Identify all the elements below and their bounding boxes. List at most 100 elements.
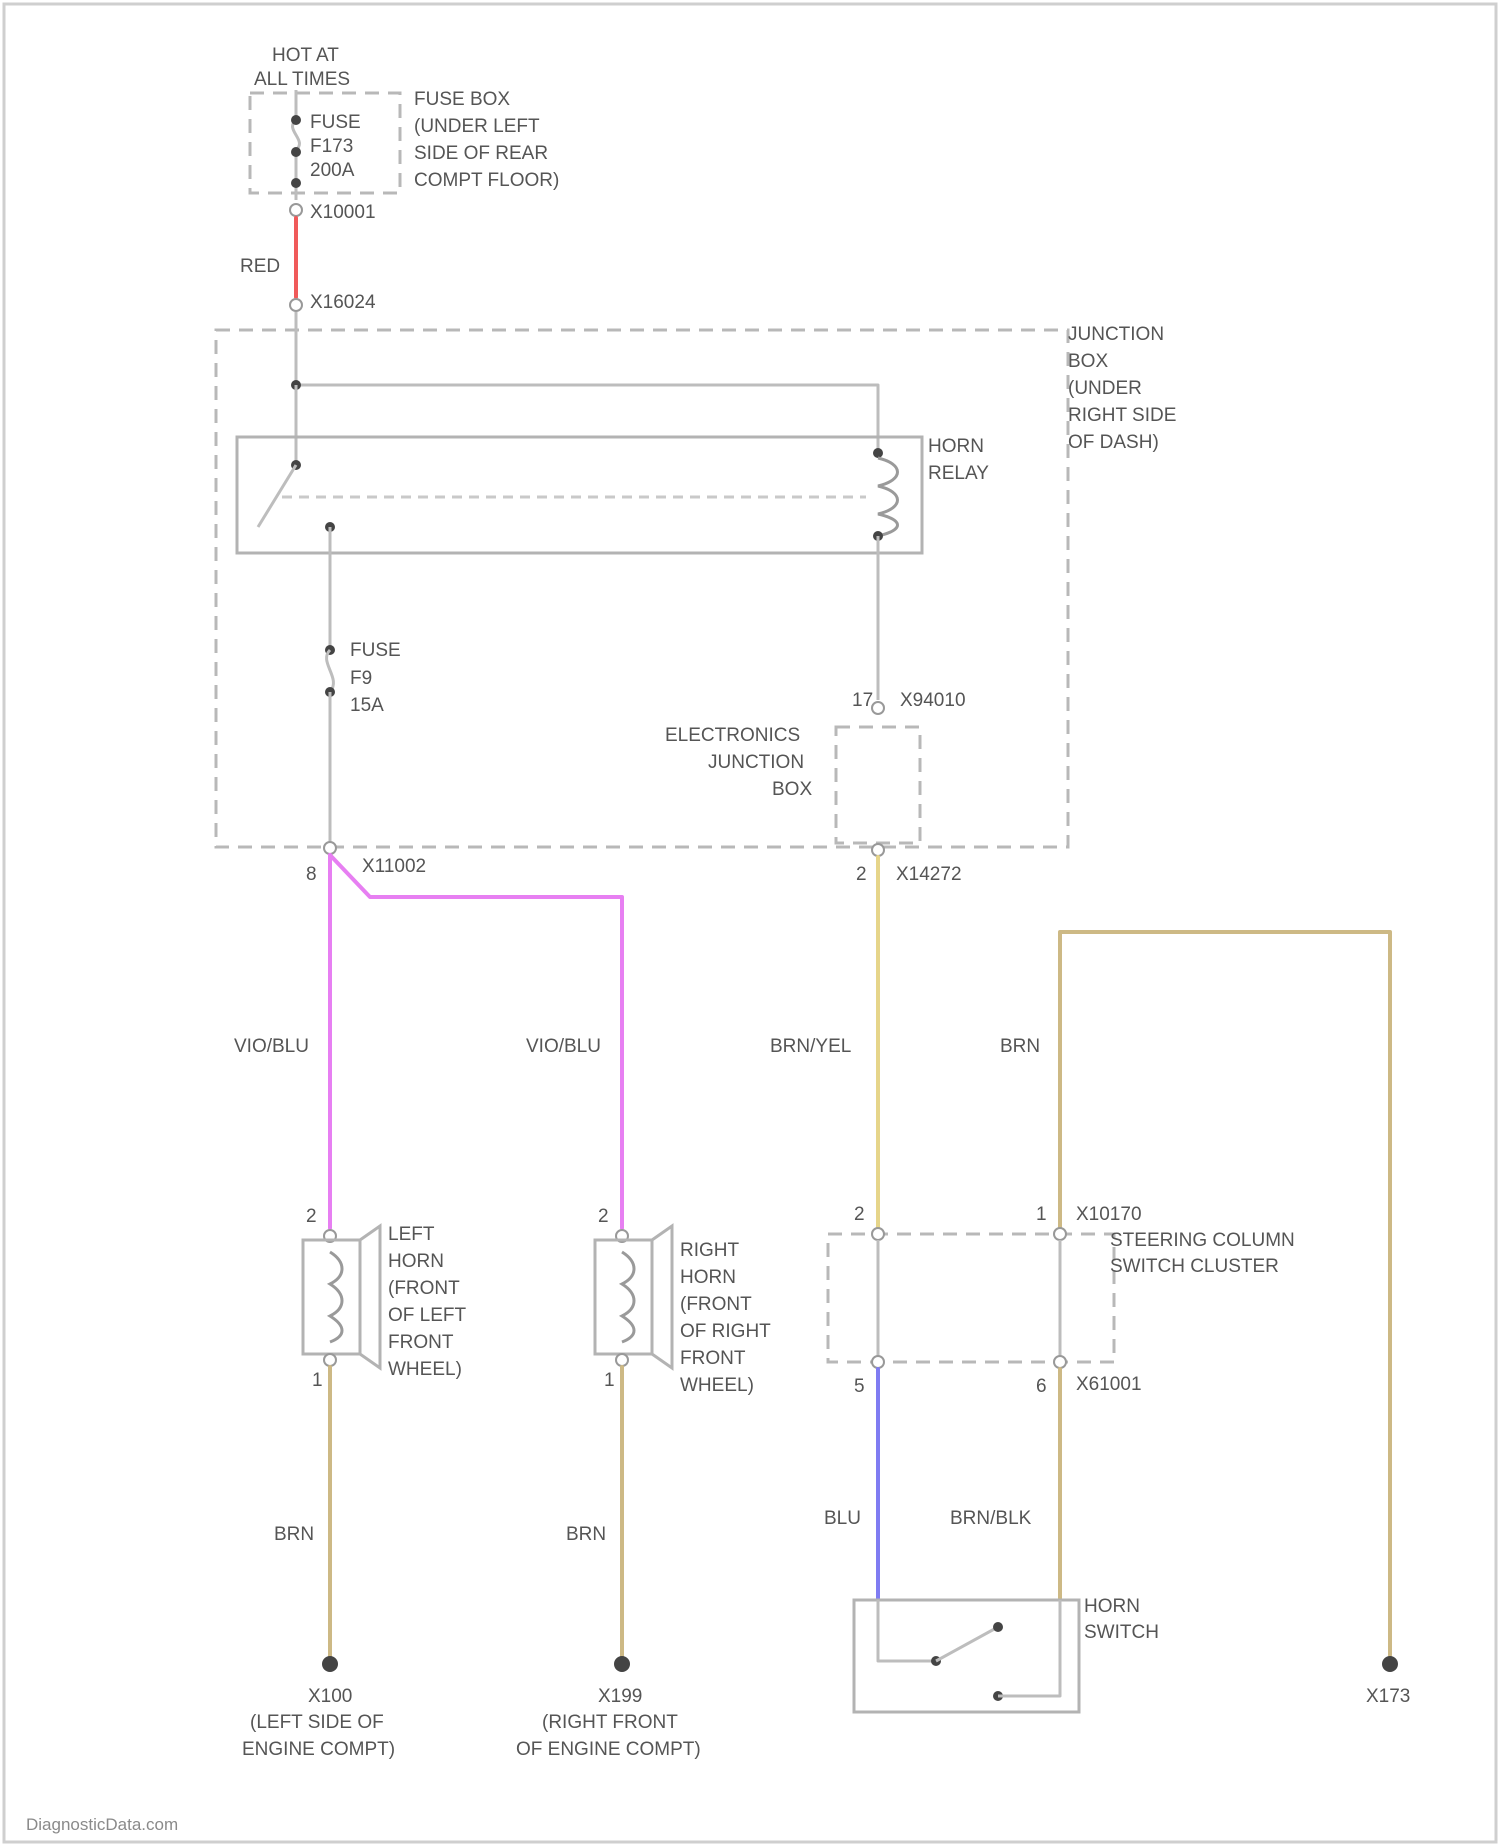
fuse-f9-symbol <box>327 650 334 692</box>
switch-out-label: BLU <box>824 1508 861 1529</box>
ejb-outline <box>836 727 920 843</box>
connector-pin <box>616 1354 628 1366</box>
ground-point <box>322 1656 338 1672</box>
ground-point <box>1382 1656 1398 1672</box>
fuse-f173-terminal-source <box>291 178 301 188</box>
right-horn-feed-label: VIO/BLU <box>526 1036 601 1057</box>
electronics-junction-box: 17 X94010 ELECTRONICS JUNCTION BOX <box>665 690 966 843</box>
junction-box-desc-5: OF DASH) <box>1068 432 1159 453</box>
horn-switch: HORN SWITCH <box>854 1596 1159 1712</box>
left-horn: 2 1 LEFT HORN (FRONT OF LEFT FRONT WHEEL… <box>303 1206 467 1391</box>
fuse-f9-rating: 15A <box>350 695 384 716</box>
steering-cluster-pin-1: 1 <box>1036 1204 1047 1225</box>
connector-pin <box>872 1356 884 1368</box>
right-horn-bottom-pin: 1 <box>604 1370 615 1391</box>
steering-cluster-label-2: SWITCH CLUSTER <box>1110 1256 1279 1277</box>
connector-pin <box>872 1228 884 1240</box>
power-source: HOT AT ALL TIMES <box>254 45 350 90</box>
ejb-label-1: ELECTRONICS <box>665 725 800 746</box>
right-horn-label-1: RIGHT <box>680 1240 740 1261</box>
steering-cluster-pin-6: 6 <box>1036 1376 1047 1397</box>
junction-box-desc-3: (UNDER <box>1068 378 1142 399</box>
horn-relay-label-1: HORN <box>928 436 984 457</box>
ground-x100-id: X100 <box>308 1686 352 1707</box>
horn-relay-outline <box>237 437 922 553</box>
fuse-box-desc-1: FUSE BOX <box>414 89 510 110</box>
junction-box: JUNCTION BOX (UNDER RIGHT SIDE OF DASH) … <box>216 312 1176 847</box>
left-horn-coil <box>330 1252 342 1342</box>
horn-switch-contact-b <box>993 1622 1003 1632</box>
diagram-frame <box>4 4 1496 1842</box>
connector-pin <box>1054 1356 1066 1368</box>
right-horn-top-pin: 2 <box>598 1206 609 1227</box>
right-horn-bell <box>652 1226 672 1368</box>
ground-x199-id: X199 <box>598 1686 642 1707</box>
fuse-f173-rating: 200A <box>310 160 355 181</box>
left-horn-label-4: OF LEFT <box>388 1305 467 1326</box>
connector-pin <box>324 842 336 854</box>
ground-x199-desc-2: OF ENGINE COMPT) <box>516 1739 701 1760</box>
fuse-box-connector: X10001 <box>310 202 376 223</box>
junction-box-desc-1: JUNCTION <box>1068 324 1164 345</box>
fuse-box-desc-2: (UNDER LEFT <box>414 116 540 137</box>
left-horn-label-2: HORN <box>388 1251 444 1272</box>
fuse-f9-number: F9 <box>350 668 372 689</box>
jb-output-pin: 8 <box>306 864 317 885</box>
ground-feed-wire <box>1060 932 1390 1655</box>
left-horn-label-5: FRONT <box>388 1332 454 1353</box>
connector-pin <box>290 299 302 311</box>
horn-switch-label-2: SWITCH <box>1084 1622 1159 1643</box>
all-times-label: ALL TIMES <box>254 69 350 90</box>
ejb-label-2: JUNCTION <box>708 752 804 773</box>
ground-feed-label: BRN <box>1000 1036 1040 1057</box>
watermark: DiagnosticData.com <box>26 1815 178 1834</box>
connector-pin <box>872 702 884 714</box>
left-horn-top-pin: 2 <box>306 1206 317 1227</box>
junction-box-desc-4: RIGHT SIDE <box>1068 405 1176 426</box>
red-wire-label: RED <box>240 256 280 277</box>
fuse-box-desc-4: COMPT FLOOR) <box>414 170 559 191</box>
steering-cluster-pin-2: 2 <box>854 1204 865 1225</box>
ejb-bottom-pin: 2 <box>856 864 867 885</box>
ground-x199-desc-1: (RIGHT FRONT <box>542 1712 678 1733</box>
fuse-box-desc-3: SIDE OF REAR <box>414 143 548 164</box>
relay-coil-top <box>873 448 883 458</box>
fuse-f173-label: FUSE <box>310 112 361 133</box>
jb-output-connector: X11002 <box>362 856 426 877</box>
ground-x100-desc-2: ENGINE COMPT) <box>242 1739 395 1760</box>
relay-coil <box>878 458 898 536</box>
right-horn-label-5: FRONT <box>680 1348 746 1369</box>
right-horn-label-4: OF RIGHT <box>680 1321 771 1342</box>
steering-cluster-top-connector: X10170 <box>1076 1204 1142 1225</box>
ejb-label-3: BOX <box>772 779 812 800</box>
horn-relay-label-2: RELAY <box>928 463 989 484</box>
left-horn-label-6: WHEEL) <box>388 1359 462 1380</box>
connector-pin <box>324 1354 336 1366</box>
connector-pin <box>1054 1228 1066 1240</box>
connector-pin <box>872 844 884 856</box>
left-horn-label-3: (FRONT <box>388 1278 460 1299</box>
fuse-f9-label: FUSE <box>350 640 401 661</box>
ejb-bottom-connector: X14272 <box>896 864 962 885</box>
relay-control-label: BRN/YEL <box>770 1036 851 1057</box>
horn-switch-label-1: HORN <box>1084 1596 1140 1617</box>
fuse-box: FUSE F173 200A FUSE BOX (UNDER LEFT SIDE… <box>250 89 559 223</box>
steering-cluster-bottom-connector: X61001 <box>1076 1374 1142 1395</box>
ground-point <box>614 1656 630 1672</box>
junction-box-input-connector: X16024 <box>310 292 376 313</box>
junction-box-outline <box>216 330 1068 847</box>
right-horn-label-6: WHEEL) <box>680 1375 754 1396</box>
right-horn-label-2: HORN <box>680 1267 736 1288</box>
left-horn-bottom-pin: 1 <box>312 1370 323 1391</box>
left-horn-bell <box>360 1226 380 1368</box>
fuse-f173-number: F173 <box>310 136 353 157</box>
fuse-f9: FUSE F9 15A <box>325 527 401 842</box>
red-wire: RED X16024 <box>240 218 376 313</box>
fuse-f173-terminal-top <box>291 115 301 125</box>
ground-x100: X100 (LEFT SIDE OF ENGINE COMPT) <box>242 1656 395 1760</box>
right-horn-coil <box>622 1252 634 1342</box>
right-horn-ground-label: BRN <box>566 1524 606 1545</box>
ground-x199: X199 (RIGHT FRONT OF ENGINE COMPT) <box>516 1656 701 1760</box>
horn-relay: HORN RELAY <box>237 436 989 553</box>
left-horn-label-1: LEFT <box>388 1224 435 1245</box>
